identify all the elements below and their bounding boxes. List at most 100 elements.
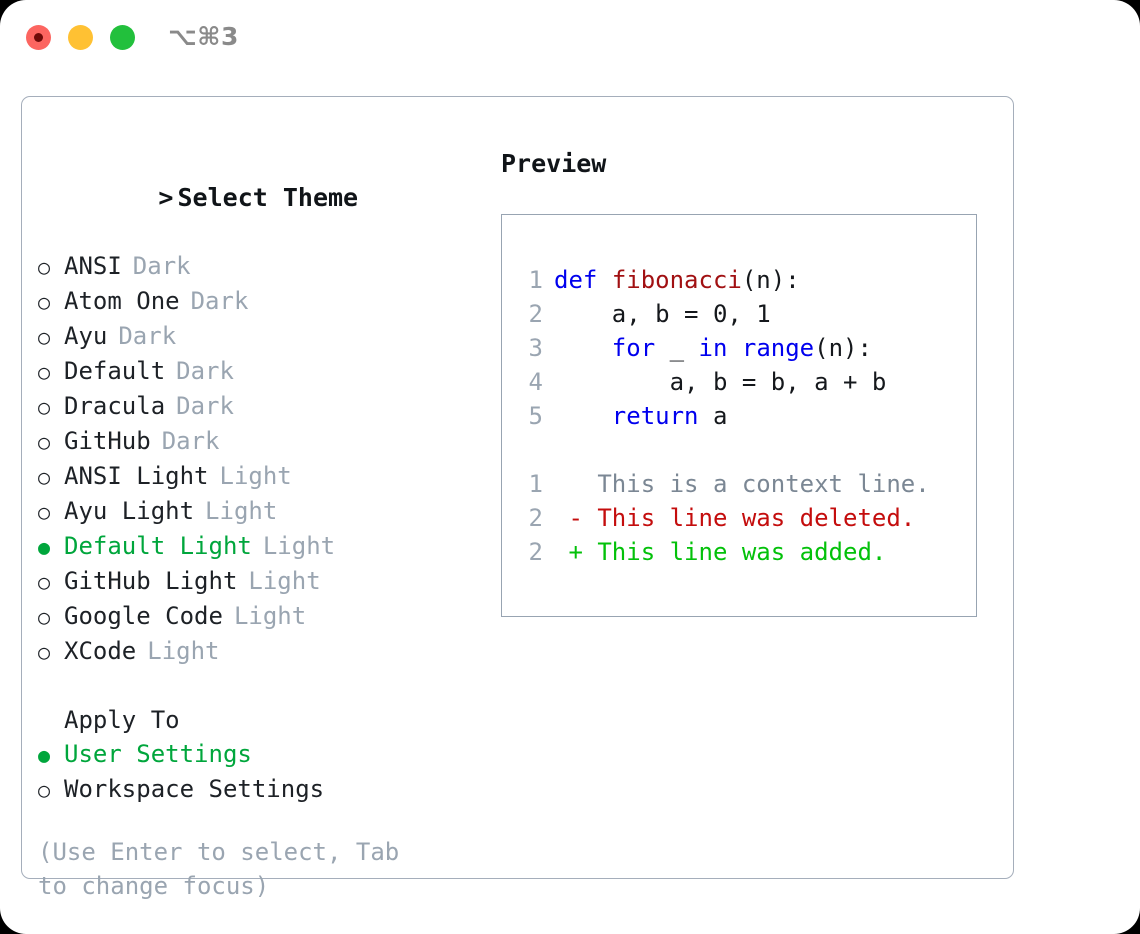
apply-to-option-user-settings[interactable]: ● User Settings xyxy=(38,737,488,772)
close-button-icon[interactable] xyxy=(26,25,51,50)
diff-text: This is a context line. xyxy=(582,470,930,498)
diff-sign: + xyxy=(554,538,583,566)
minimize-button-icon[interactable] xyxy=(68,25,93,50)
theme-option-ansi-light[interactable]: ○ ANSI Light Light xyxy=(38,459,488,494)
theme-option-github[interactable]: ○ GitHub Dark xyxy=(38,424,488,459)
code-token: range xyxy=(741,334,815,362)
list-spacer xyxy=(38,669,488,703)
theme-option-label: ANSI xyxy=(64,252,122,280)
caret-icon: > xyxy=(158,183,174,212)
keyboard-shortcut-label: ⌥⌘3 xyxy=(168,22,239,51)
zoom-button-icon[interactable] xyxy=(110,25,135,50)
apply-to-label: Apply To xyxy=(64,706,180,734)
diff-text: This line was deleted. xyxy=(582,504,916,532)
theme-option-label: XCode xyxy=(64,637,137,665)
diff-line: 1 This is a context line. xyxy=(517,467,976,501)
theme-option-ayu-light[interactable]: ○ Ayu Light Light xyxy=(38,494,488,529)
theme-option-kind: Light xyxy=(233,602,307,630)
code-token xyxy=(597,266,611,294)
code-token: a xyxy=(698,402,728,430)
diff-sign xyxy=(554,470,583,498)
theme-option-kind: Light xyxy=(205,497,278,525)
code-token: def xyxy=(554,266,598,294)
code-token: fibonacci xyxy=(611,266,742,294)
radio-unselected-icon: ○ xyxy=(38,778,51,802)
radio-unselected-icon: ○ xyxy=(38,605,51,629)
theme-option-label: ANSI Light xyxy=(64,462,209,490)
line-number: 4 xyxy=(528,368,543,396)
line-number: 2 xyxy=(528,538,543,566)
line-number: 3 xyxy=(528,334,543,362)
diff-line: 2 - This line was deleted. xyxy=(517,501,976,535)
code-line: 5 return a xyxy=(517,399,976,433)
radio-unselected-icon: ○ xyxy=(38,255,51,279)
preview-heading: Preview xyxy=(501,149,607,178)
theme-option-label: Default Light xyxy=(64,532,252,560)
theme-option-kind: Light xyxy=(147,637,220,665)
code-token: a, b = b, a + b xyxy=(554,368,887,396)
theme-option-kind: Dark xyxy=(161,427,220,455)
theme-option-kind: Light xyxy=(262,532,336,560)
select-theme-heading-label: Select Theme xyxy=(177,183,359,212)
theme-option-ansi[interactable]: ○ ANSI Dark xyxy=(38,249,488,284)
keyboard-hint: (Use Enter to select, Tab to change focu… xyxy=(38,838,400,900)
code-token: a, b = 0, 1 xyxy=(554,300,771,328)
theme-option-label: GitHub xyxy=(64,427,151,455)
theme-option-kind: Dark xyxy=(132,252,191,280)
radio-unselected-icon: ○ xyxy=(38,325,51,349)
diff-line: 2 + This line was added. xyxy=(517,535,976,569)
theme-option-kind: Dark xyxy=(118,322,177,350)
code-token xyxy=(554,402,612,430)
line-number: 1 xyxy=(528,266,543,294)
diff-text: This line was added. xyxy=(582,538,887,566)
apply-to-option-workspace-settings[interactable]: ○ Workspace Settings xyxy=(38,772,488,807)
code-token: (n): xyxy=(741,266,800,294)
radio-unselected-icon: ○ xyxy=(38,290,51,314)
apply-to-option-label: User Settings xyxy=(64,740,252,768)
apply-to-option-label: Workspace Settings xyxy=(64,775,325,803)
diff-sign: - xyxy=(554,504,583,532)
select-theme-heading: >Select Theme xyxy=(38,147,488,249)
code-diff-spacer xyxy=(517,433,976,467)
theme-option-kind: Dark xyxy=(176,392,234,420)
code-token xyxy=(727,334,741,362)
code-token: for xyxy=(611,334,656,362)
line-number: 2 xyxy=(528,300,543,328)
code-token: (n): xyxy=(814,334,872,362)
title-bar: ⌥⌘3 xyxy=(0,0,1140,78)
radio-unselected-icon: ○ xyxy=(38,570,51,594)
code-line: 4 a, b = b, a + b xyxy=(517,365,976,399)
line-number: 5 xyxy=(528,402,543,430)
code-token: in xyxy=(698,334,728,362)
theme-option-label: Google Code xyxy=(64,602,223,630)
theme-option-kind: Light xyxy=(248,567,321,595)
theme-option-label: Ayu xyxy=(64,322,108,350)
code-token xyxy=(554,334,612,362)
line-number: 2 xyxy=(528,504,543,532)
radio-unselected-icon: ○ xyxy=(38,430,51,454)
theme-option-label: Default xyxy=(64,357,166,385)
radio-unselected-icon: ○ xyxy=(38,395,51,419)
theme-option-google-code[interactable]: ○ Google Code Light xyxy=(38,599,488,634)
radio-unselected-icon: ○ xyxy=(38,500,51,524)
theme-option-label: Atom One xyxy=(64,287,180,315)
radio-unselected-icon: ○ xyxy=(38,465,51,489)
theme-option-ayu[interactable]: ○ Ayu Dark xyxy=(38,319,488,354)
line-number: 1 xyxy=(528,470,543,498)
diff-sample: 1 This is a context line.2 - This line w… xyxy=(517,467,976,569)
theme-option-kind: Light xyxy=(219,462,292,490)
radio-selected-icon: ● xyxy=(38,743,51,767)
theme-option-label: Ayu Light xyxy=(64,497,195,525)
